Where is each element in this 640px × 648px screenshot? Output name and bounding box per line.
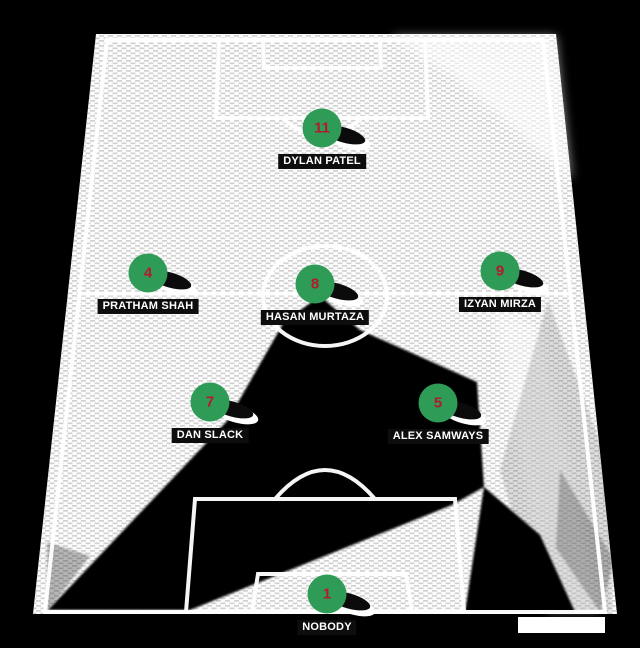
player-name-label: DAN SLACK [171, 428, 249, 443]
player-name-label: PRATHAM SHAH [97, 299, 199, 314]
touchline [42, 38, 608, 614]
black-shadow-shape [48, 296, 575, 612]
player-disc[interactable]: 1 [307, 574, 347, 614]
player-disc[interactable]: 4 [128, 253, 168, 293]
player-name-label: DYLAN PATEL [278, 154, 366, 169]
player-disc[interactable]: 5 [418, 383, 458, 423]
player-name-label: IZYAN MIRZA [458, 297, 542, 312]
watermark-bar [518, 617, 605, 633]
player-disc[interactable]: 8 [295, 264, 335, 304]
player-name-label: HASAN MURTAZA [260, 310, 370, 325]
center-circle [261, 244, 389, 348]
player-name-label: NOBODY [297, 620, 357, 635]
top-six-yard-box [261, 39, 384, 70]
player-disc[interactable]: 7 [190, 382, 230, 422]
bottom-penalty-arc [273, 468, 377, 501]
player-name-label: ALEX SAMWAYS [387, 429, 489, 444]
bottom-six-yard-box [250, 572, 414, 613]
bottom-penalty-box [184, 497, 466, 613]
player-disc[interactable]: 11 [302, 108, 342, 148]
player-disc[interactable]: 9 [480, 251, 520, 291]
